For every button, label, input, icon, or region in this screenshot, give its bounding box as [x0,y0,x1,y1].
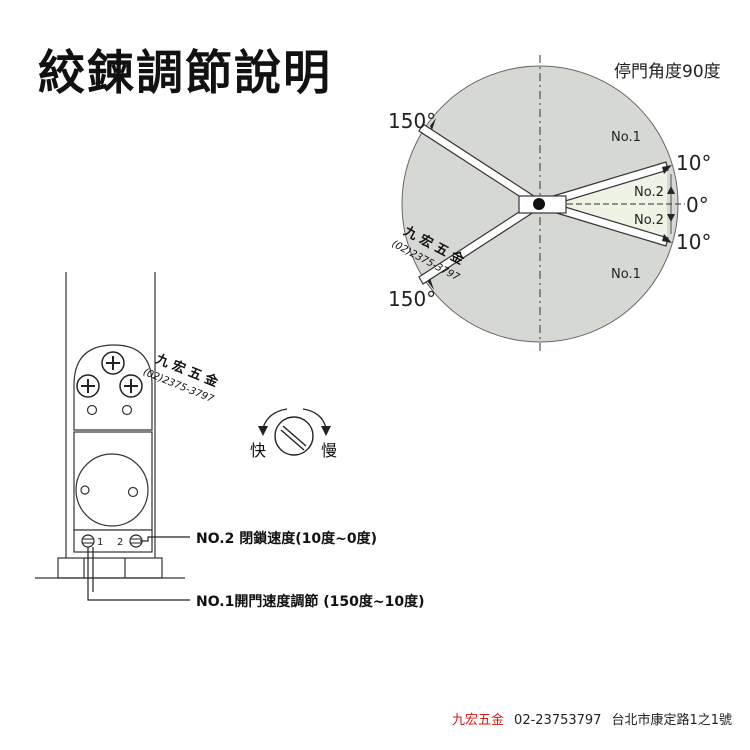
arrow-0-top [667,186,675,194]
slow-label: 慢 [321,441,337,460]
screw-plate [73,344,153,431]
closing-zone-wedge [540,170,667,238]
arrow-0-bottom [667,214,675,222]
zone-no1-top: No.1 [611,130,641,145]
slow-arc-icon [302,408,327,429]
screw-left [76,374,100,398]
footer-phone: 02-23753797 [514,713,602,728]
note-no1: NO.1開門速度調節 (150度~10度) [196,594,425,610]
swing-area-circle [401,65,679,343]
angle-150-top: 150° [388,109,436,133]
screw-right [119,374,143,398]
hinge-pivot [533,198,545,210]
angle-10-top: 10° [676,151,711,175]
zone-no2-top: No.2 [634,185,664,200]
arrow-150-top [430,118,436,130]
stop-angle-label: 停門角度90度 [614,62,721,82]
footer-address: 台北市康定路1之1號 [611,713,732,728]
fast-arc-icon [262,408,288,429]
valve-screw-2 [129,534,143,548]
zone-no1-bottom: No.1 [611,267,641,282]
valve-screw-1 [81,534,95,548]
angle-150-bottom: 150° [388,287,436,311]
page-title: 絞鍊調節說明 [38,46,332,101]
valve-label-2: 2 [117,537,123,548]
angle-10-bottom: 10° [676,230,711,254]
door-arm-10-top [539,161,669,209]
angle-0: 0° [686,193,709,217]
hinge-box [518,195,567,214]
screw-top [101,351,125,375]
valve-bar [73,529,153,553]
spring-disc [75,453,149,527]
arrow-10-top [662,165,672,174]
adjust-knob [274,416,314,456]
zone-no2-bottom: No.2 [634,213,664,228]
arrow-150-bottom [428,278,434,290]
door-stamp-name: 九 宏 五 金 [400,223,467,269]
leader-no1 [87,547,190,601]
valve-label-1: 1 [97,537,103,548]
note-no2: NO.2 閉鎖速度(10度~0度) [196,531,377,547]
closer-stamp-name: 九 宏 五 金 [153,351,222,391]
footer-brand: 九宏五金 [452,713,505,728]
closer-stamp-phone: (02)2375-3797 [141,367,215,406]
door-arm-10-bottom [539,199,669,247]
leader-no2 [140,536,190,542]
door-stamp-phone: (02)2375-3797 [390,239,462,284]
closer-housing [73,431,153,531]
door-arm-150-top [418,123,541,208]
footer: 九宏五金 02-23753797 台北市康定路1之1號 [452,709,732,728]
door-arm-150-bottom [418,200,541,285]
arrow-10-bottom [662,234,672,243]
fast-label: 快 [250,441,266,460]
